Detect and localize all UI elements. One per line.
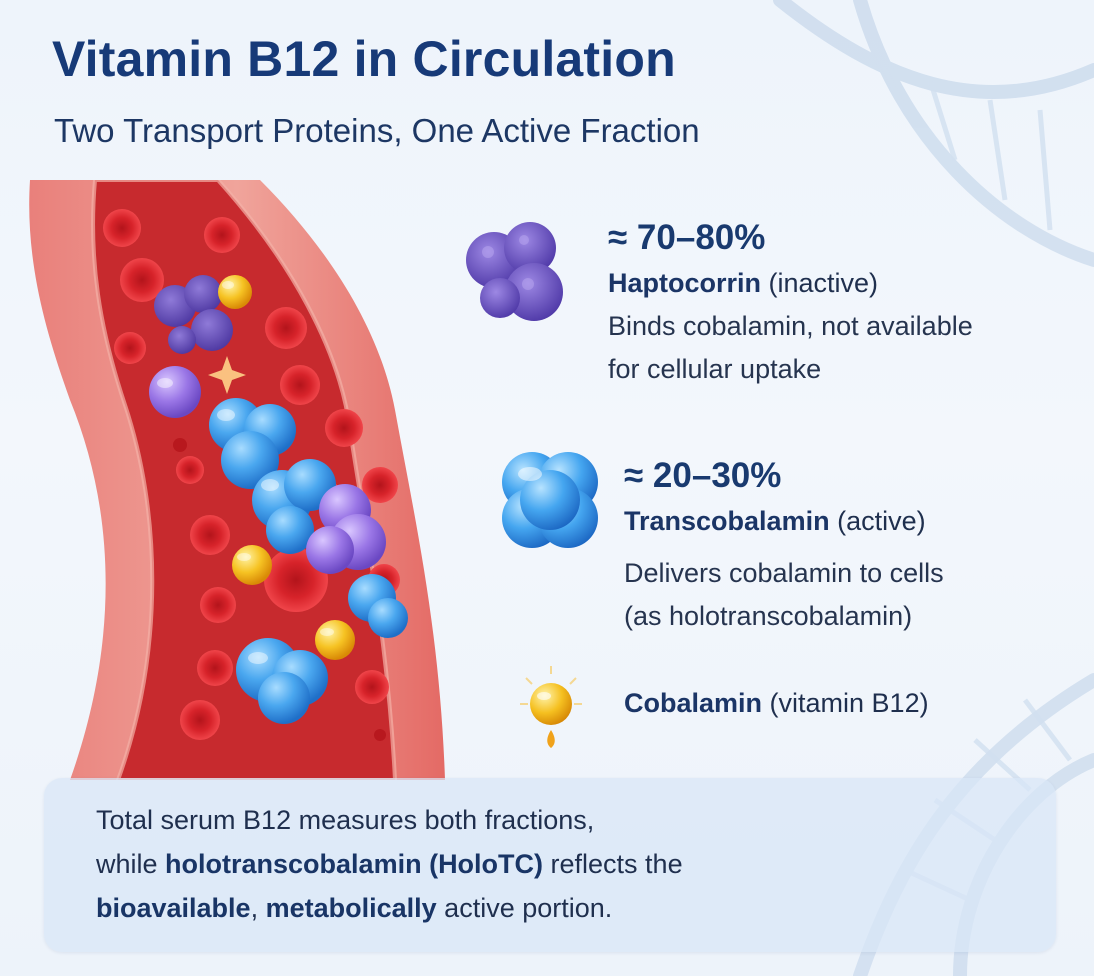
note-line-2-post: reflects the — [543, 849, 683, 879]
transcobalamin-description: Delivers cobalamin to cells (as holotran… — [624, 552, 944, 638]
page-title: Vitamin B12 in Circulation — [52, 31, 676, 87]
cobalamin-name: Cobalamin — [624, 688, 763, 718]
cobalamin-label: Cobalamin (vitamin B12) — [624, 688, 929, 719]
transcobalamin-label: Transcobalamin (active) — [624, 506, 926, 537]
cobalamin-sphere-icon — [520, 666, 582, 748]
note-line-1: Total serum B12 measures both fractions, — [96, 805, 595, 835]
haptocorrin-name: Haptocorrin — [608, 268, 762, 298]
note-line-3: bioavailable, metabolically active porti… — [96, 886, 683, 930]
note-line-2-pre: while — [96, 849, 166, 879]
transcobalamin-molecule-icon — [502, 452, 598, 548]
note-holotc-term: holotranscobalamin (HoloTC) — [165, 849, 544, 879]
transcobalamin-desc-line1: Delivers cobalamin to cells — [624, 558, 944, 588]
haptocorrin-label: Haptocorrin (inactive) — [608, 268, 878, 299]
page-subtitle: Two Transport Proteins, One Active Fract… — [54, 112, 700, 149]
summary-note-text: Total serum B12 measures both fractions,… — [96, 798, 683, 930]
haptocorrin-desc-line1: Binds cobalamin, not available — [608, 311, 973, 341]
note-metabolically-term: metabolically — [265, 893, 437, 923]
note-line-3-post: active portion. — [436, 893, 613, 923]
transcobalamin-percent: ≈ 20–30% — [624, 456, 782, 495]
transcobalamin-desc-line2: (as holotranscobalamin) — [624, 601, 913, 632]
note-bioavailable-term: bioavailable — [96, 893, 251, 923]
transcobalamin-qualifier: (active) — [829, 506, 926, 536]
haptocorrin-cluster-icon — [466, 222, 563, 321]
haptocorrin-desc-line2: for cellular uptake — [608, 354, 822, 385]
summary-note-panel: Total serum B12 measures both fractions,… — [44, 778, 1056, 952]
cobalamin-qualifier: (vitamin B12) — [762, 688, 929, 718]
blood-vessel-illustration — [29, 180, 445, 780]
haptocorrin-percent: ≈ 70–80% — [608, 218, 766, 257]
haptocorrin-qualifier: (inactive) — [761, 268, 879, 298]
note-line-2: while holotranscobalamin (HoloTC) reflec… — [96, 842, 683, 886]
transcobalamin-name: Transcobalamin — [624, 506, 830, 536]
note-line-3-sep: , — [250, 893, 266, 923]
haptocorrin-description: Binds cobalamin, not available for cellu… — [608, 305, 973, 391]
